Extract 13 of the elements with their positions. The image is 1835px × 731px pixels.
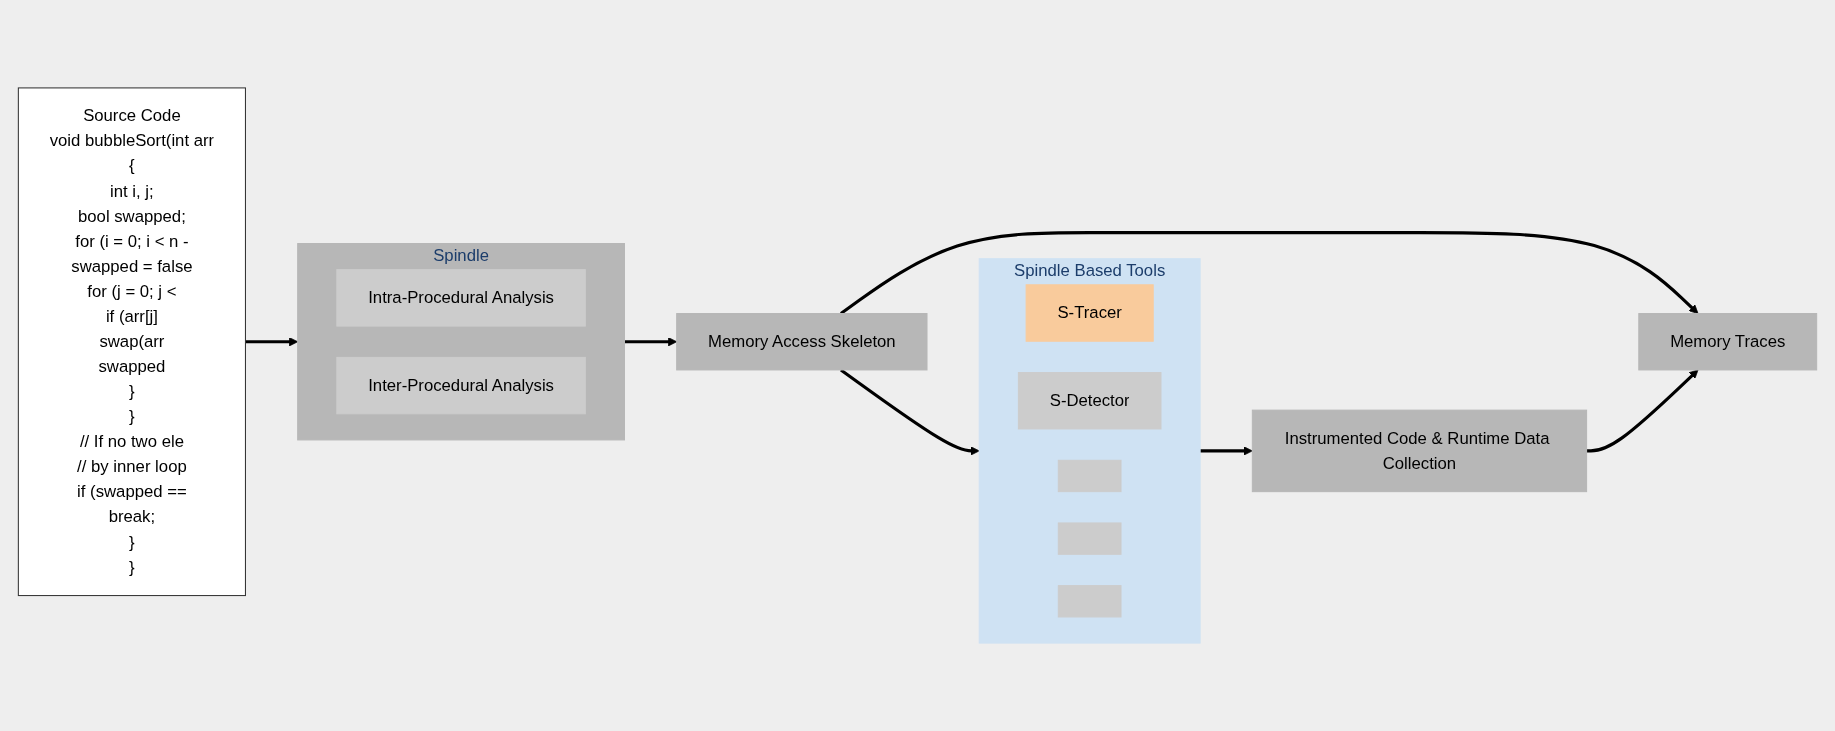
node-box: S-Detector <box>1017 372 1162 430</box>
node-box: Instrumented Code & Runtime Data Collection <box>1251 409 1588 493</box>
node-box: Memory Traces <box>1638 313 1818 371</box>
node-box: Memory Access Skeleton <box>676 313 928 371</box>
node-box <box>1057 585 1122 618</box>
node-box: S-Tracer <box>1025 284 1154 342</box>
node-box: Source Code void bubbleSort(int arr { int i, j; bool swapped; for (i = 0; i < n - swapped = false for (j = 0; j < if (arr[j] swap(arr swapped } } // If no two ele // by inner loop if (swapped == break; } } <box>17 87 246 597</box>
node-box <box>1057 522 1122 555</box>
arrow <box>1200 446 1253 456</box>
arrow <box>840 368 980 456</box>
arrow <box>1586 369 1699 453</box>
node-box <box>1057 459 1122 493</box>
arrow <box>840 231 1699 315</box>
